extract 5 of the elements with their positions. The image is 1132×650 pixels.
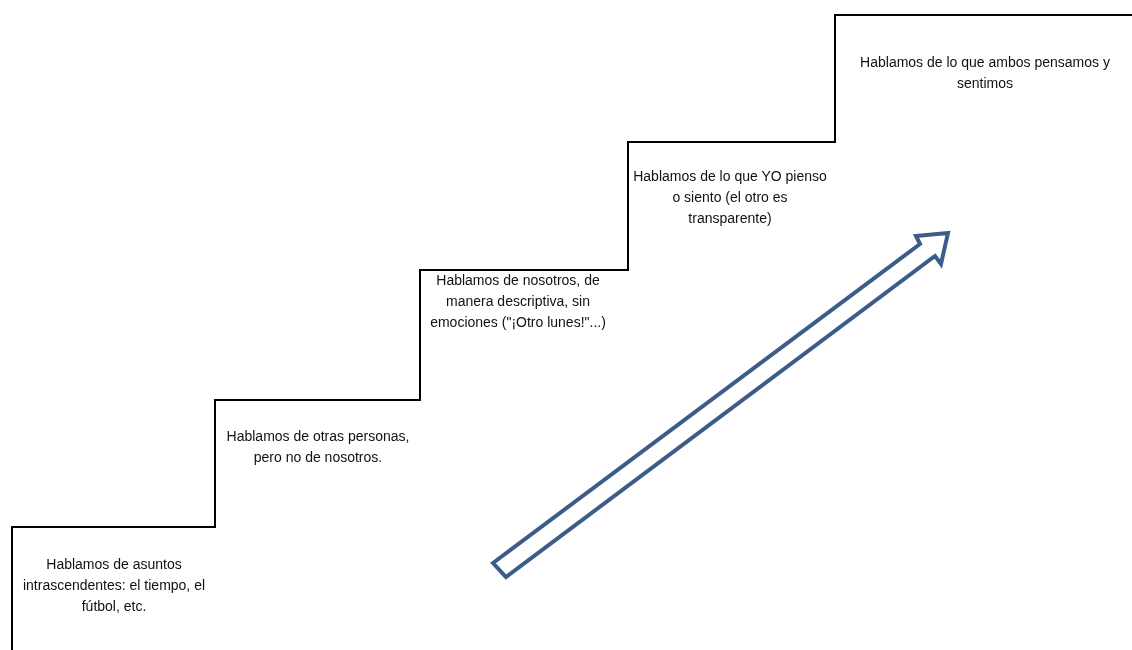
step-text: Hablamos de asuntos intrascendentes: el tiempo, el fútbol, etc. [21, 555, 207, 616]
step-text: Hablamos de nosotros, de manera descriptiva, sin emociones ("¡Otro lunes!"...) [429, 271, 607, 332]
step-text: Hablamos de lo que YO pienso o siento (el otro es transparente) [632, 167, 828, 228]
step-text: Hablamos de otras personas, pero no de nosotros. [225, 427, 411, 467]
step-text: Hablamos de lo que ambos pensamos y sentimos [859, 53, 1111, 93]
